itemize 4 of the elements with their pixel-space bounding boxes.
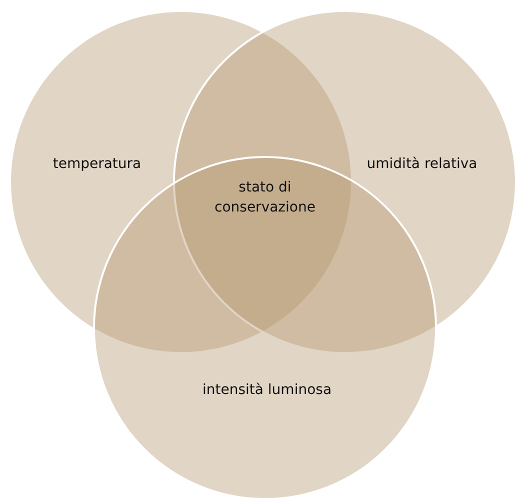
circle-label: umidità relativa: [366, 156, 478, 172]
circle-label: intensità luminosa: [202, 382, 332, 398]
intersection-label: stato di conservazione: [200, 178, 330, 218]
circle-label: temperatura: [52, 156, 142, 172]
